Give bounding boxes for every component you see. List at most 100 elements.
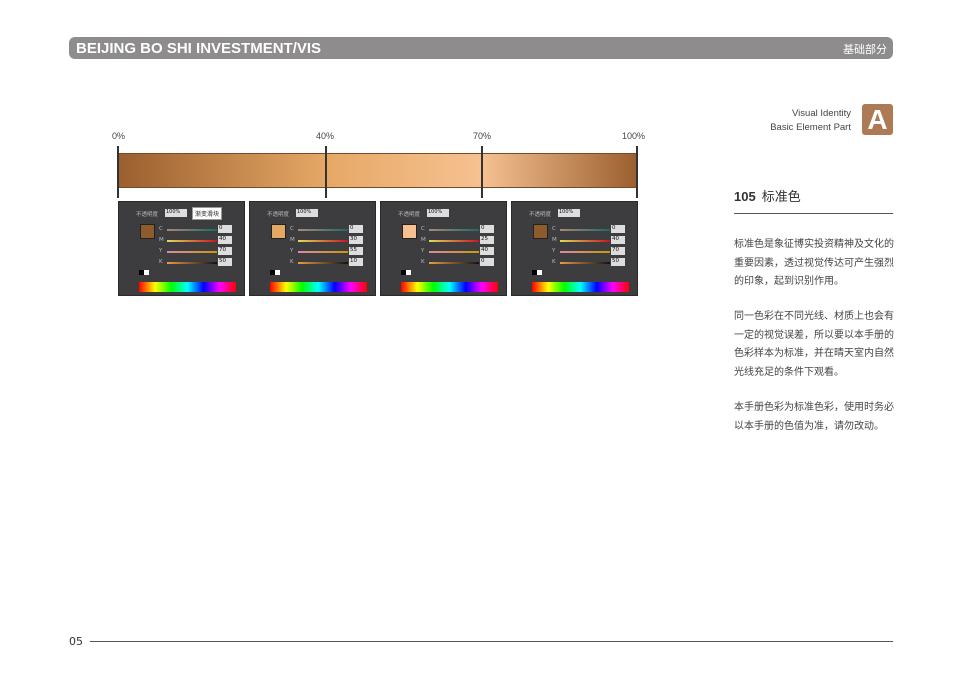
channel-value[interactable]: 25 [480, 236, 494, 244]
gradient-stop-marker [117, 146, 119, 198]
channel-label: K [159, 259, 163, 265]
gradient-stop-label: 70% [473, 131, 492, 141]
channel-value[interactable]: 0 [480, 258, 494, 266]
divider [734, 213, 893, 214]
channel-slider[interactable] [298, 251, 348, 253]
color-spectrum[interactable] [532, 282, 629, 292]
channel-value[interactable]: 0 [480, 225, 494, 233]
opacity-field[interactable]: 100% [165, 209, 187, 217]
document-title: BEIJING BO SHI INVESTMENT/VIS [76, 40, 322, 57]
color-panel: 不透明度 100%渐变滑块 C 0 M 40 Y 70 K 50 [118, 201, 245, 296]
color-panel: 不透明度 100% C 0 M 25 Y 40 K 0 [380, 201, 507, 296]
badge-text: Visual Identity Basic Element Part [770, 107, 851, 135]
color-spectrum[interactable] [270, 282, 367, 292]
channel-value[interactable]: 10 [349, 258, 363, 266]
channel-value[interactable]: 40 [480, 247, 494, 255]
channel-label: C [159, 226, 163, 232]
channel-label: K [552, 259, 556, 265]
channel-row: K 0 [421, 258, 501, 267]
color-spectrum[interactable] [139, 282, 236, 292]
black-white-swatch[interactable] [270, 270, 275, 275]
black-white-swatch[interactable] [532, 270, 537, 275]
channel-slider[interactable] [429, 262, 479, 264]
channel-slider[interactable] [560, 251, 610, 253]
channel-label: Y [159, 248, 163, 254]
channel-label: Y [290, 248, 294, 254]
channel-value[interactable]: 40 [611, 236, 625, 244]
color-spectrum[interactable] [401, 282, 498, 292]
opacity-field[interactable]: 100% [296, 209, 318, 217]
footer-line [90, 641, 893, 642]
opacity-label: 不透明度 [529, 212, 552, 218]
channel-row: K 50 [159, 258, 239, 267]
opacity-label: 不透明度 [136, 212, 159, 218]
channel-slider[interactable] [560, 229, 610, 231]
fill-swatch[interactable] [533, 224, 548, 239]
channel-slider[interactable] [429, 229, 479, 231]
swatch-label: K80 [270, 402, 289, 413]
fill-swatch[interactable] [271, 224, 286, 239]
channel-value[interactable]: 55 [349, 247, 363, 255]
channel-slider[interactable] [429, 251, 479, 253]
channel-row: Y 40 [421, 247, 501, 256]
channel-slider[interactable] [167, 262, 217, 264]
opacity-field[interactable]: 100% [558, 209, 580, 217]
channel-slider[interactable] [298, 229, 348, 231]
channel-value[interactable]: 70 [218, 247, 232, 255]
channel-label: K [421, 259, 425, 265]
channel-slider[interactable] [167, 240, 217, 242]
channel-value[interactable]: 0 [349, 225, 363, 233]
channel-row: C 0 [159, 225, 239, 234]
channel-label: M [421, 237, 426, 243]
channel-row: C 0 [290, 225, 370, 234]
channel-row: C 0 [421, 225, 501, 234]
swatch-label: PANTPNE P 32-11U [431, 402, 522, 413]
section-heading: 105 标准色 [734, 186, 801, 205]
channel-slider[interactable] [298, 262, 348, 264]
channel-slider[interactable] [298, 240, 348, 242]
color-swatch-pantone: PANTPNE P 32-11U [403, 334, 550, 481]
gradient-stop-marker [481, 146, 483, 198]
channel-slider[interactable] [167, 251, 217, 253]
channel-label: M [552, 237, 557, 243]
channel-value[interactable]: 50 [218, 258, 232, 266]
channel-row: Y 70 [159, 247, 239, 256]
channel-slider[interactable] [167, 229, 217, 231]
channel-value[interactable]: 40 [218, 236, 232, 244]
badge-line1: Visual Identity [792, 108, 851, 119]
fill-swatch[interactable] [402, 224, 417, 239]
channel-label: Y [552, 248, 556, 254]
opacity-field[interactable]: 100% [427, 209, 449, 217]
section-label: 基础部分 [843, 43, 887, 56]
channel-label: C [552, 226, 556, 232]
section-number: 105 [734, 189, 756, 204]
channel-value[interactable]: 70 [611, 247, 625, 255]
page-number: 05 [69, 635, 83, 648]
color-swatch-k80: K80 [206, 334, 353, 481]
channel-value[interactable]: 0 [218, 225, 232, 233]
channel-row: K 50 [552, 258, 632, 267]
section-title: 标准色 [761, 190, 801, 205]
gradient-stop-label: 0% [112, 131, 126, 141]
gradient-stop-label: 40% [316, 131, 335, 141]
channel-slider[interactable] [560, 240, 610, 242]
channel-value[interactable]: 50 [611, 258, 625, 266]
channel-value[interactable]: 30 [349, 236, 363, 244]
channel-row: M 25 [421, 236, 501, 245]
black-white-swatch[interactable] [139, 270, 144, 275]
channel-row: M 30 [290, 236, 370, 245]
channel-row: M 40 [159, 236, 239, 245]
header-bar: BEIJING BO SHI INVESTMENT/VIS 基础部分 [69, 37, 893, 59]
channel-row: Y 70 [552, 247, 632, 256]
section-letter-logo: A [862, 104, 893, 135]
channel-slider[interactable] [429, 240, 479, 242]
black-white-swatch[interactable] [401, 270, 406, 275]
channel-label: M [290, 237, 295, 243]
gradient-stop-label: 100% [622, 131, 646, 141]
channel-value[interactable]: 0 [611, 225, 625, 233]
color-panel: 不透明度 100% C 0 M 30 Y 55 K 10 [249, 201, 376, 296]
color-panel: 不透明度 100% C 0 M 40 Y 70 K 50 [511, 201, 638, 296]
channel-slider[interactable] [560, 262, 610, 264]
channel-row: Y 55 [290, 247, 370, 256]
fill-swatch[interactable] [140, 224, 155, 239]
